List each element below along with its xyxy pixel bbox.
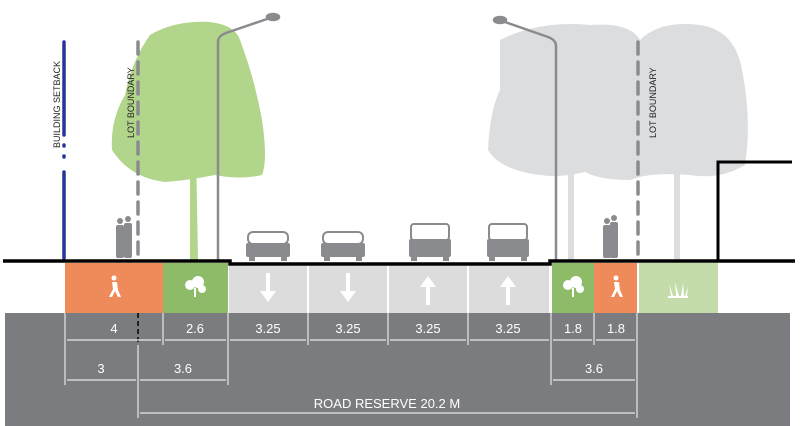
arrow-up-icon	[500, 276, 516, 305]
dimension-panel	[5, 313, 790, 426]
road-reserve-label: ROAD RESERVE 20.2 M	[314, 396, 460, 411]
dimension-lines	[64, 313, 638, 418]
dimension-right-verge-total: 3.6	[585, 361, 603, 376]
building-outline	[716, 160, 792, 260]
dimension-setback-to-boundary: 3	[97, 361, 104, 376]
dimension-verge-left: 2.6	[186, 321, 204, 336]
landscape-right	[639, 263, 718, 313]
tree-left	[111, 21, 265, 260]
van-icon	[487, 223, 529, 261]
grass-icon	[668, 282, 688, 298]
dimension-footpath-right: 1.8	[607, 321, 625, 336]
street-lamp-left	[216, 12, 281, 260]
tree-icon	[563, 276, 584, 297]
pedestrians-right-icon	[603, 215, 618, 258]
lot-boundary-left-label: LOT BOUNDARY	[126, 67, 136, 138]
street-lamp-right	[492, 15, 558, 260]
dimension-lane-2: 3.25	[335, 321, 360, 336]
dimension-verge-right: 1.8	[564, 321, 582, 336]
dimension-footpath-left: 4	[110, 321, 117, 336]
tree-right-background	[488, 24, 748, 260]
dimension-lane-1: 3.25	[255, 321, 280, 336]
dimension-lane-3: 3.25	[415, 321, 440, 336]
street-zones	[65, 263, 718, 313]
dimension-left-verge-total: 3.6	[174, 361, 192, 376]
arrow-up-icon	[420, 276, 436, 305]
arrow-down-icon	[340, 273, 356, 302]
dimension-lane-4: 3.25	[495, 321, 520, 336]
van-icon	[409, 223, 451, 261]
ground-line	[3, 259, 795, 266]
arrow-down-icon	[260, 273, 276, 302]
tree-icon	[185, 276, 206, 297]
car-icon	[321, 231, 365, 261]
car-icon	[246, 231, 290, 261]
vehicles	[246, 223, 529, 261]
pedestrians-left-icon	[116, 216, 132, 258]
pedestrian-icon	[109, 275, 121, 297]
building-setback-label: BUILDING SETBACK	[52, 61, 62, 148]
lot-boundary-right-label: LOT BOUNDARY	[648, 67, 658, 138]
pedestrian-icon	[611, 275, 623, 297]
